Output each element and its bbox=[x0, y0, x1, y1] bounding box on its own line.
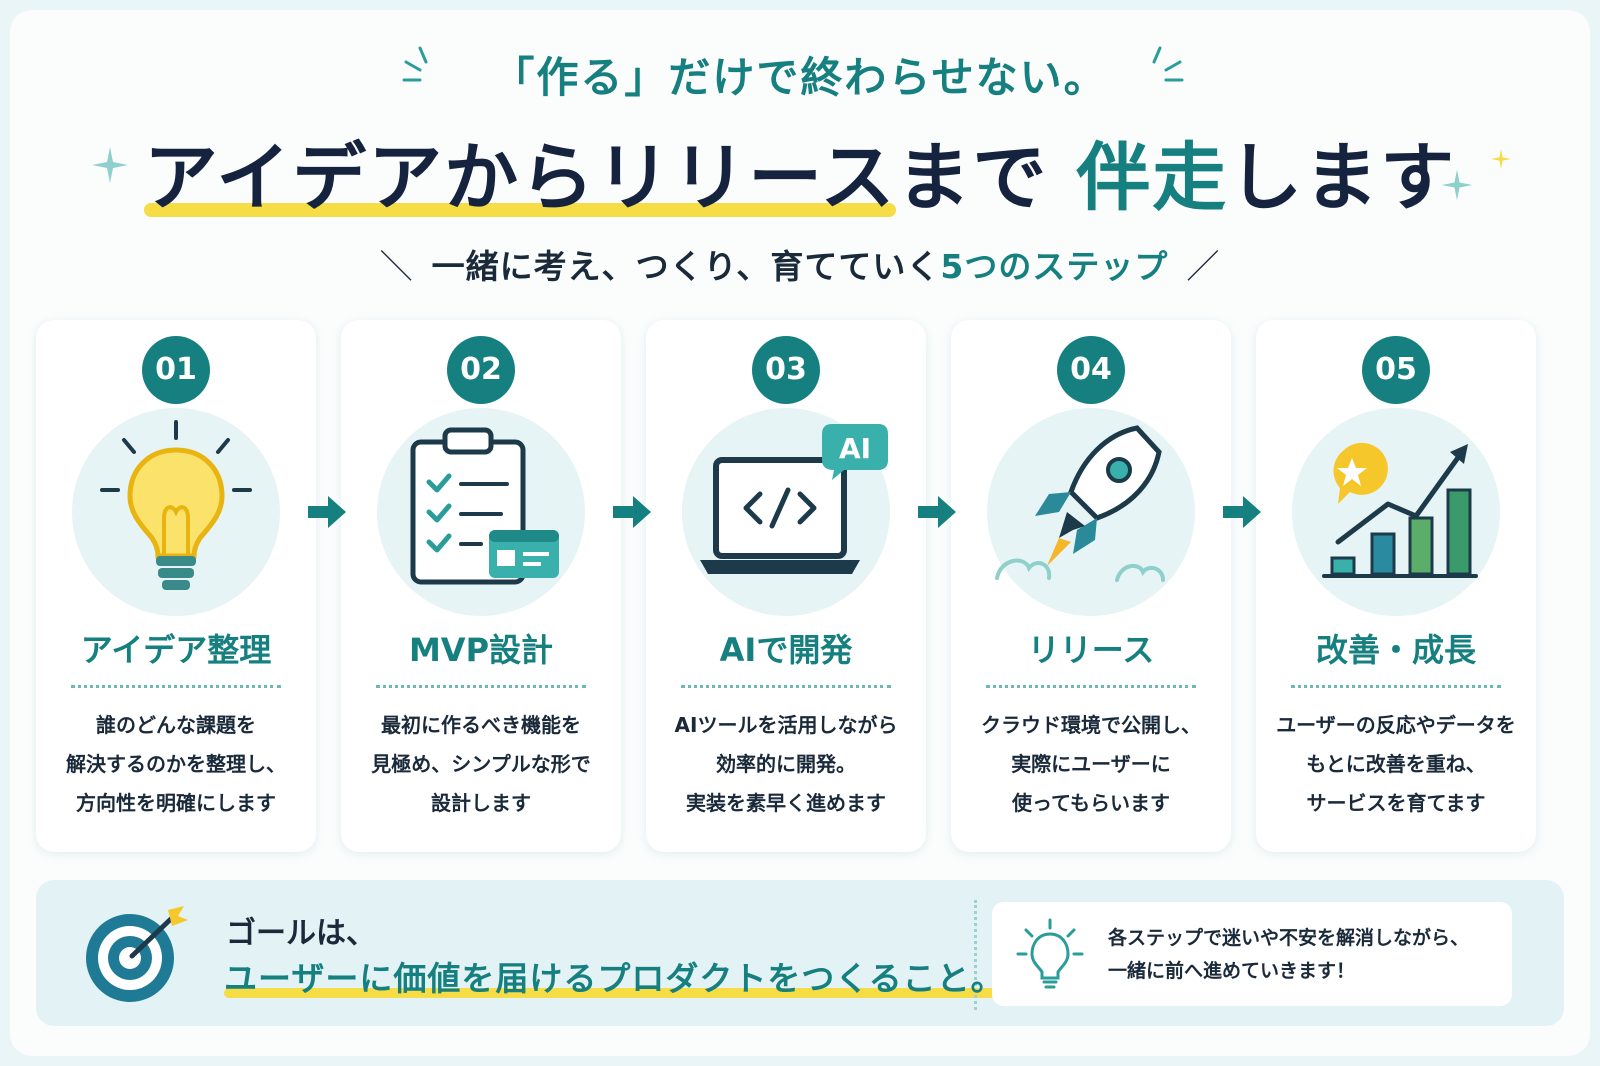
desc-line: AIツールを活用しながら bbox=[674, 713, 898, 737]
headline-main: アイデアからリリース まで 伴走します bbox=[143, 118, 1457, 225]
step-title: アイデア整理 bbox=[80, 631, 272, 669]
arrow-right-icon bbox=[613, 496, 651, 528]
desc-line: もとに改善を重ね、 bbox=[1306, 752, 1486, 776]
goal-line1: ゴールは、 bbox=[226, 916, 376, 951]
headline-main-part3: します bbox=[1228, 135, 1457, 221]
note-text: 各ステップで迷いや不安を解消しながら、 一緒に前へ進めていきます！ bbox=[1108, 922, 1469, 988]
desc-line: 使ってもらいます bbox=[1012, 791, 1170, 815]
sparkle-star-icon bbox=[1491, 149, 1511, 169]
desc-line: 設計します bbox=[431, 791, 531, 815]
desc-line: 効率的に開発。 bbox=[716, 752, 856, 776]
dotted-divider bbox=[1291, 685, 1501, 688]
step-number: 01 bbox=[142, 336, 210, 404]
step-description: クラウド環境で公開し、 実際にユーザーに 使ってもらいます bbox=[961, 706, 1221, 823]
desc-line: クラウド環境で公開し、 bbox=[981, 713, 1201, 737]
step-number: 03 bbox=[752, 336, 820, 404]
subhead-left-slash: ＼ bbox=[379, 247, 414, 286]
desc-line: 実装を素早く進めます bbox=[686, 791, 886, 815]
headline-main-part2: まで bbox=[896, 135, 1077, 221]
step-title: AIで開発 bbox=[719, 631, 853, 669]
desc-line: 方向性を明確にします bbox=[76, 791, 276, 815]
dotted-divider bbox=[681, 685, 891, 688]
desc-line: 実際にユーザーに bbox=[1011, 752, 1171, 776]
step-number: 04 bbox=[1057, 336, 1125, 404]
dotted-divider bbox=[376, 685, 586, 688]
desc-line: 最初に作るべき機能を bbox=[381, 713, 581, 737]
note-box: 各ステップで迷いや不安を解消しながら、 一緒に前へ進めていきます！ bbox=[992, 902, 1512, 1006]
ai-badge-text: AI bbox=[838, 432, 872, 465]
steps-row: 01 アイデア整理 誰のどんな課題を 解決するのかを整理し、 方向性を明確にしま… bbox=[36, 320, 1564, 852]
step-description: AIツールを活用しながら 効率的に開発。 実装を素早く進めます bbox=[656, 706, 916, 823]
laptop-code-icon bbox=[700, 424, 888, 574]
sparkle-star-icon bbox=[92, 147, 128, 183]
goal-line2-text: ユーザーに価値を届けるプロダクトをつくること。 bbox=[224, 959, 1005, 998]
note-line: 一緒に前へ進めていきます！ bbox=[1108, 960, 1356, 982]
step-card-5: 05 改善・成長 ユーザーの反応やデータを もとに改善を重ね、 サービスを育てま… bbox=[1256, 320, 1536, 852]
subhead-text: 一緒に考え、つくり、育てていく bbox=[431, 247, 941, 286]
headline-top: 「作る」だけで終わらせない。 bbox=[492, 53, 1108, 102]
lightbulb-outline-icon bbox=[1016, 918, 1084, 989]
sparkle-lines-icon bbox=[1152, 46, 1184, 82]
lightbulb-icon bbox=[100, 420, 252, 590]
step-description: ユーザーの反応やデータを もとに改善を重ね、 サービスを育てます bbox=[1266, 706, 1526, 823]
dotted-divider bbox=[986, 685, 1196, 688]
step-card-1: 01 アイデア整理 誰のどんな課題を 解決するのかを整理し、 方向性を明確にしま… bbox=[36, 320, 316, 852]
step-description: 誰のどんな課題を 解決するのかを整理し、 方向性を明確にします bbox=[46, 706, 306, 823]
arrow-right-icon bbox=[918, 496, 956, 528]
step-card-2: 02 MVP設計 最初に作るべき機能を 見極め、シンプル bbox=[341, 320, 621, 852]
growth-chart-icon bbox=[1322, 442, 1478, 578]
note-line: 各ステップで迷いや不安を解消しながら、 bbox=[1108, 927, 1470, 949]
step-title: 改善・成長 bbox=[1315, 631, 1476, 669]
target-icon bbox=[86, 906, 188, 1002]
subhead: ＼ 一緒に考え、つくり、育てていく5つのステップ ／ bbox=[0, 240, 1600, 288]
desc-line: 解決するのかを整理し、 bbox=[66, 752, 286, 776]
rocket-icon bbox=[995, 425, 1165, 582]
step-number: 05 bbox=[1362, 336, 1430, 404]
step-card-4: 04 リリース クラウド環境で公開し、 実際にユーザーに 使ってもらいます bbox=[951, 320, 1231, 852]
arrow-right-icon bbox=[1223, 496, 1261, 528]
desc-line: サービスを育てます bbox=[1306, 791, 1486, 815]
dotted-divider bbox=[71, 685, 281, 688]
highlight-underline bbox=[143, 203, 897, 217]
subhead-right-slash: ／ bbox=[1186, 247, 1221, 286]
goal-banner: ゴールは、 ユーザーに価値を届けるプロダクトをつくること。 各ステップで迷いや不… bbox=[36, 880, 1564, 1026]
step-title: リリース bbox=[1027, 631, 1155, 669]
headline-main-part1: アイデアからリリース bbox=[143, 135, 897, 221]
arrow-right-icon bbox=[308, 496, 346, 528]
step-card-3: 03 AI AIで開発 AIツールを活用しながら 効率的に開発。 実装を素早く進… bbox=[646, 320, 926, 852]
headline-main-accent: 伴走 bbox=[1076, 135, 1229, 221]
clipboard-checklist-icon bbox=[410, 427, 559, 585]
step-title: MVP設計 bbox=[408, 631, 554, 669]
desc-line: 見極め、シンプルな形で bbox=[371, 752, 591, 776]
sparkle-lines-icon bbox=[402, 46, 428, 82]
step-description: 最初に作るべき機能を 見極め、シンプルな形で 設計します bbox=[351, 706, 611, 823]
desc-line: 誰のどんな課題を bbox=[96, 713, 256, 737]
goal-line2: ユーザーに価値を届けるプロダクトをつくること。 bbox=[224, 952, 1005, 1000]
desc-line: ユーザーの反応やデータを bbox=[1276, 713, 1516, 737]
subhead-accent: 5つのステップ bbox=[940, 247, 1169, 286]
step-number: 02 bbox=[447, 336, 515, 404]
sparkle-star-icon bbox=[1441, 169, 1473, 201]
dotted-vertical-divider bbox=[974, 900, 977, 1010]
highlight-underline bbox=[224, 988, 1005, 998]
